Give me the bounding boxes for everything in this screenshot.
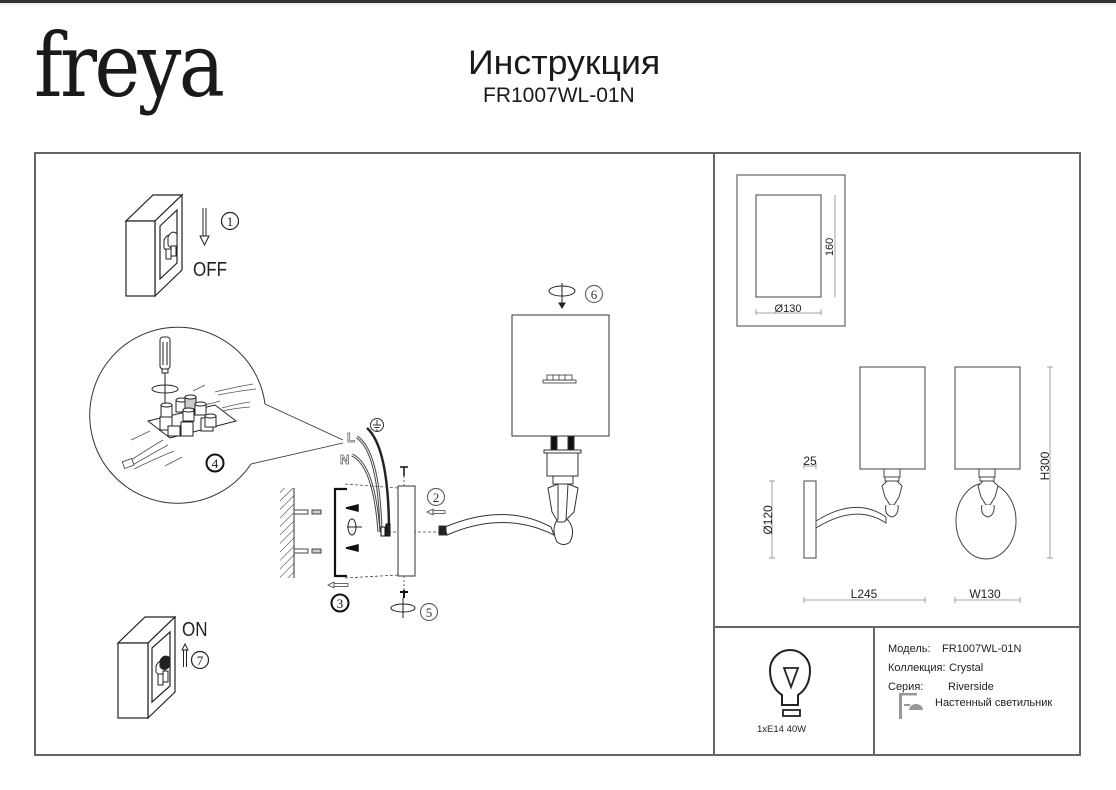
base-plate — [397, 485, 416, 577]
wall-hatch — [280, 488, 294, 578]
height-label: H300 — [1038, 451, 1052, 480]
step-3-badge: 3 — [330, 593, 350, 613]
mounting-bracket — [333, 487, 347, 578]
vertical-divider — [713, 152, 715, 756]
arrow-left-icon — [327, 581, 349, 589]
step-1-badge: 1 — [220, 211, 240, 231]
base-depth-label: 25 — [803, 454, 817, 468]
switch-off-icon — [124, 193, 184, 298]
rotate-icon — [390, 598, 416, 618]
wire-connector — [380, 523, 391, 537]
switch-on-icon — [116, 615, 177, 720]
series-value: Riverside — [948, 681, 994, 693]
collection-value: Crystal — [949, 662, 984, 674]
horizontal-divider — [713, 626, 1081, 628]
step-4-badge: 4 — [205, 453, 225, 473]
bottom-screw — [400, 590, 408, 598]
arrow-left-icon — [426, 508, 446, 516]
bulb-icon — [768, 649, 812, 717]
ground-icon — [370, 418, 384, 432]
bulb-spec: 1xE14 40W — [757, 724, 807, 735]
rotate-icon — [347, 518, 362, 536]
step-1-number: 1 — [227, 214, 234, 229]
shade-outline — [755, 194, 822, 298]
top-screw — [400, 466, 408, 476]
model-code: FR1007WL-01N — [483, 84, 635, 107]
arrow-down-icon — [199, 208, 210, 247]
live-label: L — [347, 430, 355, 445]
terminal-detail — [89, 326, 344, 504]
wall-plugs — [293, 509, 322, 554]
collection-label: Коллекция: — [888, 662, 946, 674]
on-label: ON — [182, 618, 207, 641]
model-label: Модель: — [888, 643, 931, 655]
step-6-badge: 6 — [584, 284, 604, 304]
type-value: Настенный светильник — [935, 697, 1053, 709]
neutral-label: N — [340, 452, 349, 467]
svg-text:3: 3 — [337, 596, 344, 611]
shade-diameter-label: Ø130 — [775, 303, 802, 315]
side-view — [803, 366, 926, 559]
shade-clip — [542, 374, 577, 384]
wall-lamp-icon — [899, 693, 923, 719]
document-title: Инструкция — [468, 44, 661, 82]
step-5-badge: 5 — [419, 602, 439, 622]
rotate-icon — [548, 283, 576, 309]
wires — [351, 427, 391, 534]
length-label: L245 — [851, 587, 878, 601]
brand-logo: freya — [34, 14, 225, 117]
width-label: W130 — [969, 587, 1001, 601]
step-7-badge: 7 — [190, 650, 210, 670]
arrow-up-icon — [181, 642, 189, 667]
svg-text:6: 6 — [591, 287, 598, 302]
lamp-socket — [543, 435, 582, 545]
screwdriver-icon — [151, 336, 179, 404]
svg-text:2: 2 — [433, 490, 440, 505]
base-diameter-label: Ø120 — [761, 505, 775, 535]
model-value: FR1007WL-01N — [942, 643, 1022, 655]
front-view — [954, 366, 1021, 560]
series-label: Серия: — [888, 681, 924, 693]
step-2-badge: 2 — [426, 487, 446, 507]
lamp-arm — [438, 514, 555, 537]
svg-text:4: 4 — [212, 456, 219, 471]
svg-text:7: 7 — [197, 653, 204, 668]
top-border — [0, 0, 1116, 3]
svg-text:5: 5 — [426, 605, 433, 620]
bracket-screws — [345, 504, 359, 552]
shade-height-label: 160 — [824, 238, 836, 256]
spec-divider — [873, 626, 875, 756]
off-label: OFF — [193, 258, 227, 281]
instruction-frame — [34, 152, 1081, 756]
dimension-lines — [769, 366, 1053, 603]
top-shadow — [0, 3, 1116, 7]
